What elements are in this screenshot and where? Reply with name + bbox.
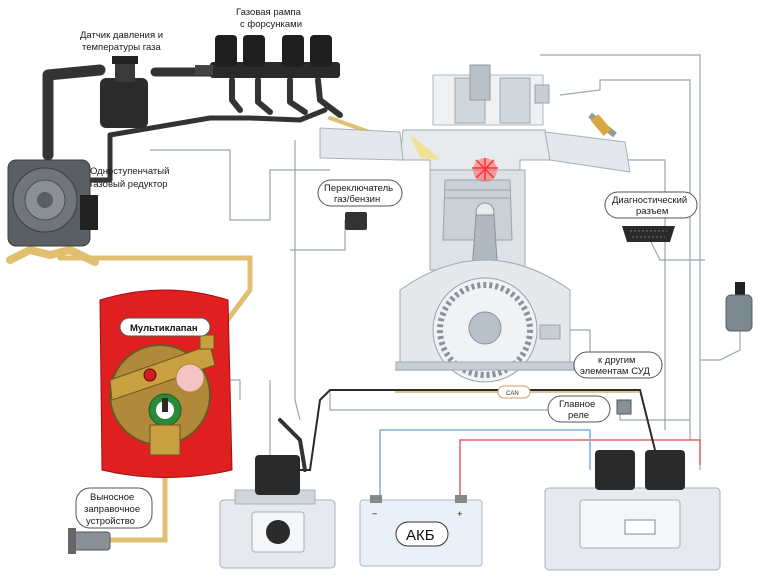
petrol-ecu: [544, 450, 721, 571]
reducer-label-1: Одноступенчатый: [90, 166, 169, 177]
battery-minus: −: [372, 509, 378, 520]
reducer-label-2: газовый редуктор: [90, 179, 168, 190]
label-box-other: [573, 351, 663, 379]
pressure-sensor-label-2: температуры газа: [82, 42, 161, 53]
can-label: CAN: [506, 391, 519, 397]
gas-rail: [195, 35, 340, 78]
multivalve-label: Мультиклапан: [130, 323, 198, 334]
diag-label-2: разъем: [636, 206, 668, 217]
wire-red: [459, 439, 701, 500]
label-box-filler: [75, 487, 153, 529]
gas-rail-label-2: с форсунками: [240, 19, 302, 30]
other-label-2: элементам СУД: [580, 366, 650, 377]
temperature-sensor: [725, 282, 753, 332]
label-box-relay: [547, 395, 611, 423]
pressure-sensor-label-1: Датчик давления и: [80, 30, 163, 41]
gas-rail-label-1: Газовая рампа: [236, 7, 302, 18]
diag-label-1: Диагностический: [612, 195, 687, 206]
filler-device: [68, 528, 111, 554]
label-box-diag: [604, 191, 698, 219]
gas-reducer: [7, 159, 98, 247]
pressure-sensor: [100, 56, 148, 128]
label-box-switch: [317, 179, 403, 207]
gas-ecu: [219, 455, 336, 569]
battery-plus: +: [457, 509, 463, 520]
gas-hoses: [42, 64, 343, 472]
relay-label-1: Главное: [559, 399, 595, 410]
main-relay: [616, 399, 632, 415]
filler-label-3: устройство: [86, 516, 135, 527]
multivalve: [99, 289, 233, 478]
battery-label: АКБ: [406, 527, 435, 544]
label-box-multivalve: [119, 317, 211, 337]
diagnostic-connector: [622, 226, 675, 242]
battery: [359, 495, 483, 567]
other-label-1: к другим: [598, 355, 636, 366]
switch-label-2: газ/бензин: [334, 194, 380, 205]
engine-block: [319, 64, 631, 383]
gas-switch: [345, 212, 367, 230]
label-box-can: [497, 385, 531, 399]
relay-label-2: реле: [568, 410, 589, 421]
filler-label-1: Выносное: [90, 492, 134, 503]
switch-label-1: Переключатель: [324, 183, 393, 194]
filler-label-2: заправочное: [84, 504, 140, 515]
wire-blue: [379, 429, 591, 500]
